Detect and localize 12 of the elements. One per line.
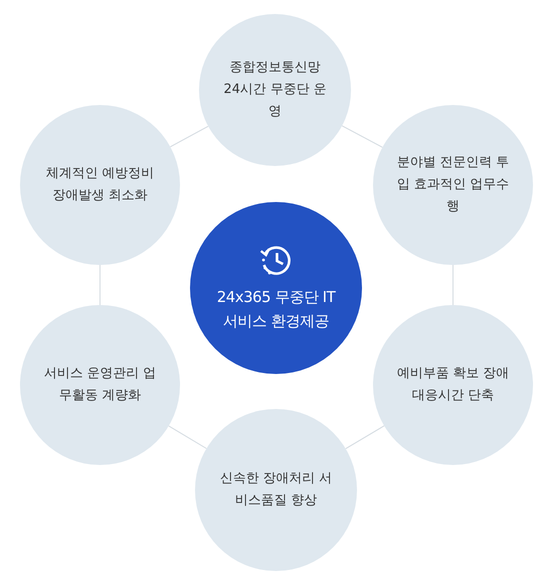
connector-line <box>345 425 385 450</box>
center-text: 24x365 무중단 IT 서비스 환경제공 <box>216 287 337 332</box>
feature-text: 분야별 전문인력 투입 효과적인 업무수행 <box>396 154 510 216</box>
connector-line <box>168 425 207 449</box>
feature-text: 체계적인 예방정비 장애발생 최소화 <box>44 165 156 205</box>
connector-line <box>342 125 383 148</box>
feature-text: 신속한 장애처리 서비스품질 향상 <box>218 470 334 510</box>
feature-text: 예비부품 확보 장애대응시간 단축 <box>396 365 510 405</box>
feature-text: 종합정보통신망 24시간 무중단 운영 <box>222 59 328 121</box>
feature-text: 서비스 운영관리 업무활동 계량화 <box>42 365 158 405</box>
connector-line <box>170 126 209 148</box>
connector-line <box>452 264 454 306</box>
